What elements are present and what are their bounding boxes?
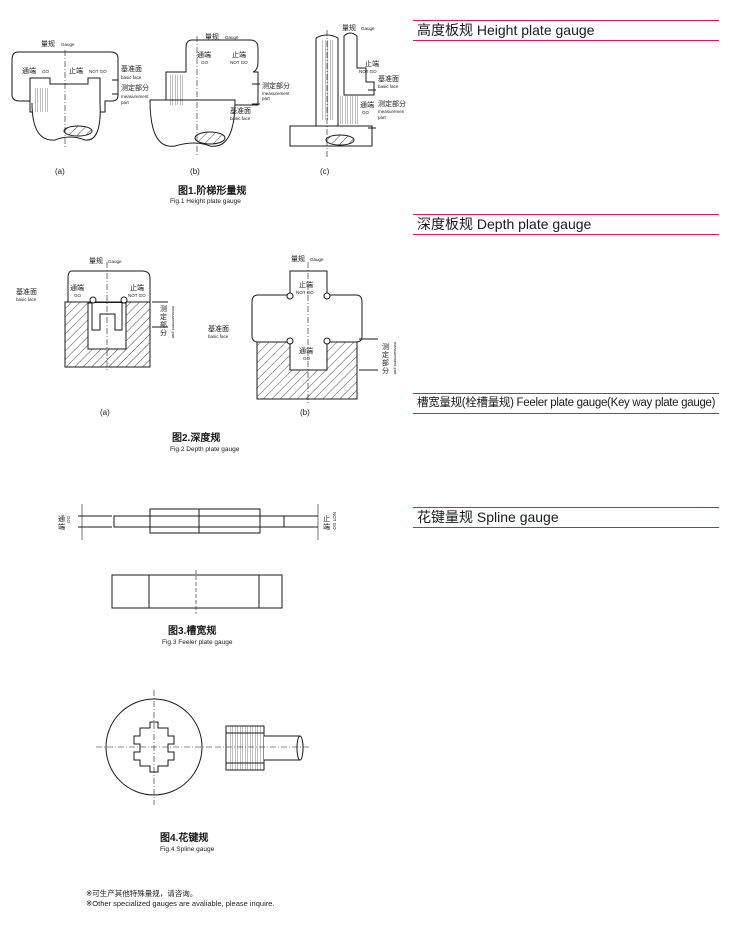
svg-text:分: 分: [382, 366, 389, 375]
fig2-b-gauge-cn: 量规: [291, 254, 305, 263]
fig1-a-meas-en1: measurement: [121, 94, 149, 99]
svg-text:止: 止: [323, 514, 330, 523]
fig2-a-meas-en: measurement part: [171, 306, 176, 339]
fig3-notgo-vertical: 止 端: [323, 514, 330, 531]
fig1-a-gauge-en: Gauge: [61, 42, 75, 47]
fig1-c-gauge-cn: 量规: [342, 23, 356, 32]
fig1-a-notgo-en: NOT GO: [89, 69, 107, 74]
fig2-a-basic-en: basic face: [16, 297, 37, 302]
fig1-a-gauge-cn: 量规: [41, 39, 55, 48]
fig1-sub-a: (a): [55, 167, 65, 176]
fig2-a-gauge-en: Gauge: [108, 259, 122, 264]
fig1-sub-b: (b): [190, 167, 200, 176]
fig1-c-basic-cn: 基准面: [378, 74, 399, 83]
fig2-caption-en: Fig.2 Depth plate gauge: [170, 446, 240, 453]
fig1-a-drawing: [11, 50, 119, 148]
fig3-caption-cn: 图3.槽宽规: [168, 624, 216, 637]
fig2-a-basic-cn: 基准面: [16, 287, 37, 296]
fig1-c-meas-cn: 测定部分: [378, 99, 406, 108]
fig1-c-drawing: [289, 30, 376, 158]
fig1-b-go-cn: 通端: [197, 50, 211, 59]
fig4-caption-cn: 图4.花键规: [160, 831, 208, 844]
fig1-b-go-en: GO: [201, 60, 209, 65]
svg-text:定: 定: [382, 350, 389, 359]
fig2-caption-cn: 图2.深度规: [172, 431, 220, 444]
fig2-a-go-cn: 通端: [70, 283, 84, 292]
fig1-b-gauge-en: Gauge: [225, 35, 239, 40]
svg-text:测: 测: [160, 305, 167, 313]
fig1-a-notgo-cn: 止端: [69, 66, 83, 75]
fig1-b-basic-cn: 基准面: [230, 106, 251, 115]
fig1-sub-c: (c): [320, 167, 330, 176]
fig1-caption-en: Fig.1 Height plate gauge: [170, 198, 241, 205]
fig1-a-go-en: GO: [42, 69, 50, 74]
fig1-b-meas-en1: measurement: [262, 91, 290, 96]
svg-text:端: 端: [323, 522, 330, 531]
fig1-b-notgo-en: NOT GO: [230, 60, 248, 65]
fig2-b-basic-cn: 基准面: [208, 324, 229, 333]
svg-text:通: 通: [58, 514, 65, 523]
fig2-b-notgo-en: NOT GO: [296, 290, 314, 295]
fig1-b-drawing: [149, 36, 260, 155]
fig1-a-meas-en2: part: [121, 100, 130, 105]
fig1-c-gauge-en: Gauge: [361, 26, 375, 31]
fig2-a-go-en: GO: [74, 293, 82, 298]
fig2-b-meas-vertical: 测 定 部 分: [382, 343, 389, 375]
svg-text:分: 分: [160, 328, 167, 337]
fig2-sub-b: (b): [300, 408, 310, 417]
svg-text:测: 测: [382, 343, 389, 351]
fig2-sub-a: (a): [100, 408, 110, 417]
fig3-notgo-en: NOT GO: [332, 512, 337, 530]
fig1-c-go-en: GO: [362, 110, 370, 115]
fig1-b-meas-en2: part: [262, 96, 271, 101]
fig3-go-en: GO: [66, 516, 71, 524]
fig1-c-go-cn: 通端: [360, 100, 374, 109]
fig1-a-meas-cn: 测定部分: [121, 83, 149, 92]
fig2-b-meas-en: measurement part: [393, 342, 398, 375]
svg-text:端: 端: [58, 522, 65, 531]
fig1-a-basic-cn: 基准面: [121, 64, 142, 73]
fig2-a-meas-vertical: 测 定 部 分: [160, 305, 167, 337]
fig1-c-notgo-en: NOT GO: [359, 69, 377, 74]
fig2-a-gauge-cn: 量规: [89, 256, 103, 265]
fig2-b-basic-en: basic face: [208, 334, 229, 339]
fig1-b-meas-cn: 测定部分: [262, 81, 290, 90]
fig2-a-notgo-en: NOT GO: [128, 293, 146, 298]
fig1-b-basic-en: basic face: [230, 116, 251, 121]
fig1-c-basic-en: basic face: [378, 84, 399, 89]
footer-note-cn: ※可生产其他特殊量规，请咨询。: [86, 889, 198, 898]
fig1-a-basic-en: basic face: [121, 75, 142, 80]
fig1-b-notgo-cn: 止端: [232, 50, 246, 59]
section-header-depth-plate: 深度板规 Depth plate gauge: [413, 214, 719, 235]
footer-note-en: ※Other specialized gauges are avaliable,…: [86, 898, 275, 908]
fig1-a-go-cn: 通端: [22, 66, 36, 75]
fig4-caption-en: Fig.4 Spline gauge: [160, 846, 215, 853]
section-header-height-plate: 高度板规 Height plate gauge: [413, 20, 719, 41]
svg-text:部: 部: [160, 320, 167, 329]
fig3-drawing: [78, 504, 319, 614]
fig2-b-gauge-en: Gauge: [310, 257, 324, 262]
fig1-c-notgo-cn: 止端: [365, 59, 379, 68]
svg-text:定: 定: [160, 312, 167, 321]
fig2-b-go-en: GO: [303, 356, 311, 361]
fig4-drawing: [96, 690, 310, 805]
fig1-c-meas-en2: part: [378, 115, 387, 120]
fig3-go-vertical: 通 端: [58, 514, 65, 531]
fig2-b-drawing: [251, 262, 378, 405]
fig2-a-notgo-cn: 止端: [130, 283, 144, 292]
technical-drawings: 量规 Gauge 通端 GO 止端 NOT GO 基准面 basic face …: [11, 23, 406, 853]
fig1-b-gauge-cn: 量规: [205, 32, 219, 41]
fig1-caption-cn: 图1.阶梯形量规: [178, 184, 246, 197]
svg-text:部: 部: [382, 358, 389, 367]
fig3-caption-en: Fig.3 Feeler plate gauge: [162, 639, 233, 646]
section-header-feeler-plate: 槽宽量规(栓槽量规) Feeler plate gauge(Key way pl…: [413, 393, 719, 414]
fig2-b-notgo-cn: 止端: [299, 280, 313, 289]
fig2-a-drawing: [64, 262, 168, 372]
footer-note: ※可生产其他特殊量规，请咨询。 ※Other specialized gauge…: [86, 889, 274, 908]
fig2-b-go-cn: 通端: [299, 346, 313, 355]
fig1-c-meas-en1: measuremen: [378, 109, 405, 114]
section-header-spline: 花键量规 Spline gauge: [413, 507, 719, 528]
